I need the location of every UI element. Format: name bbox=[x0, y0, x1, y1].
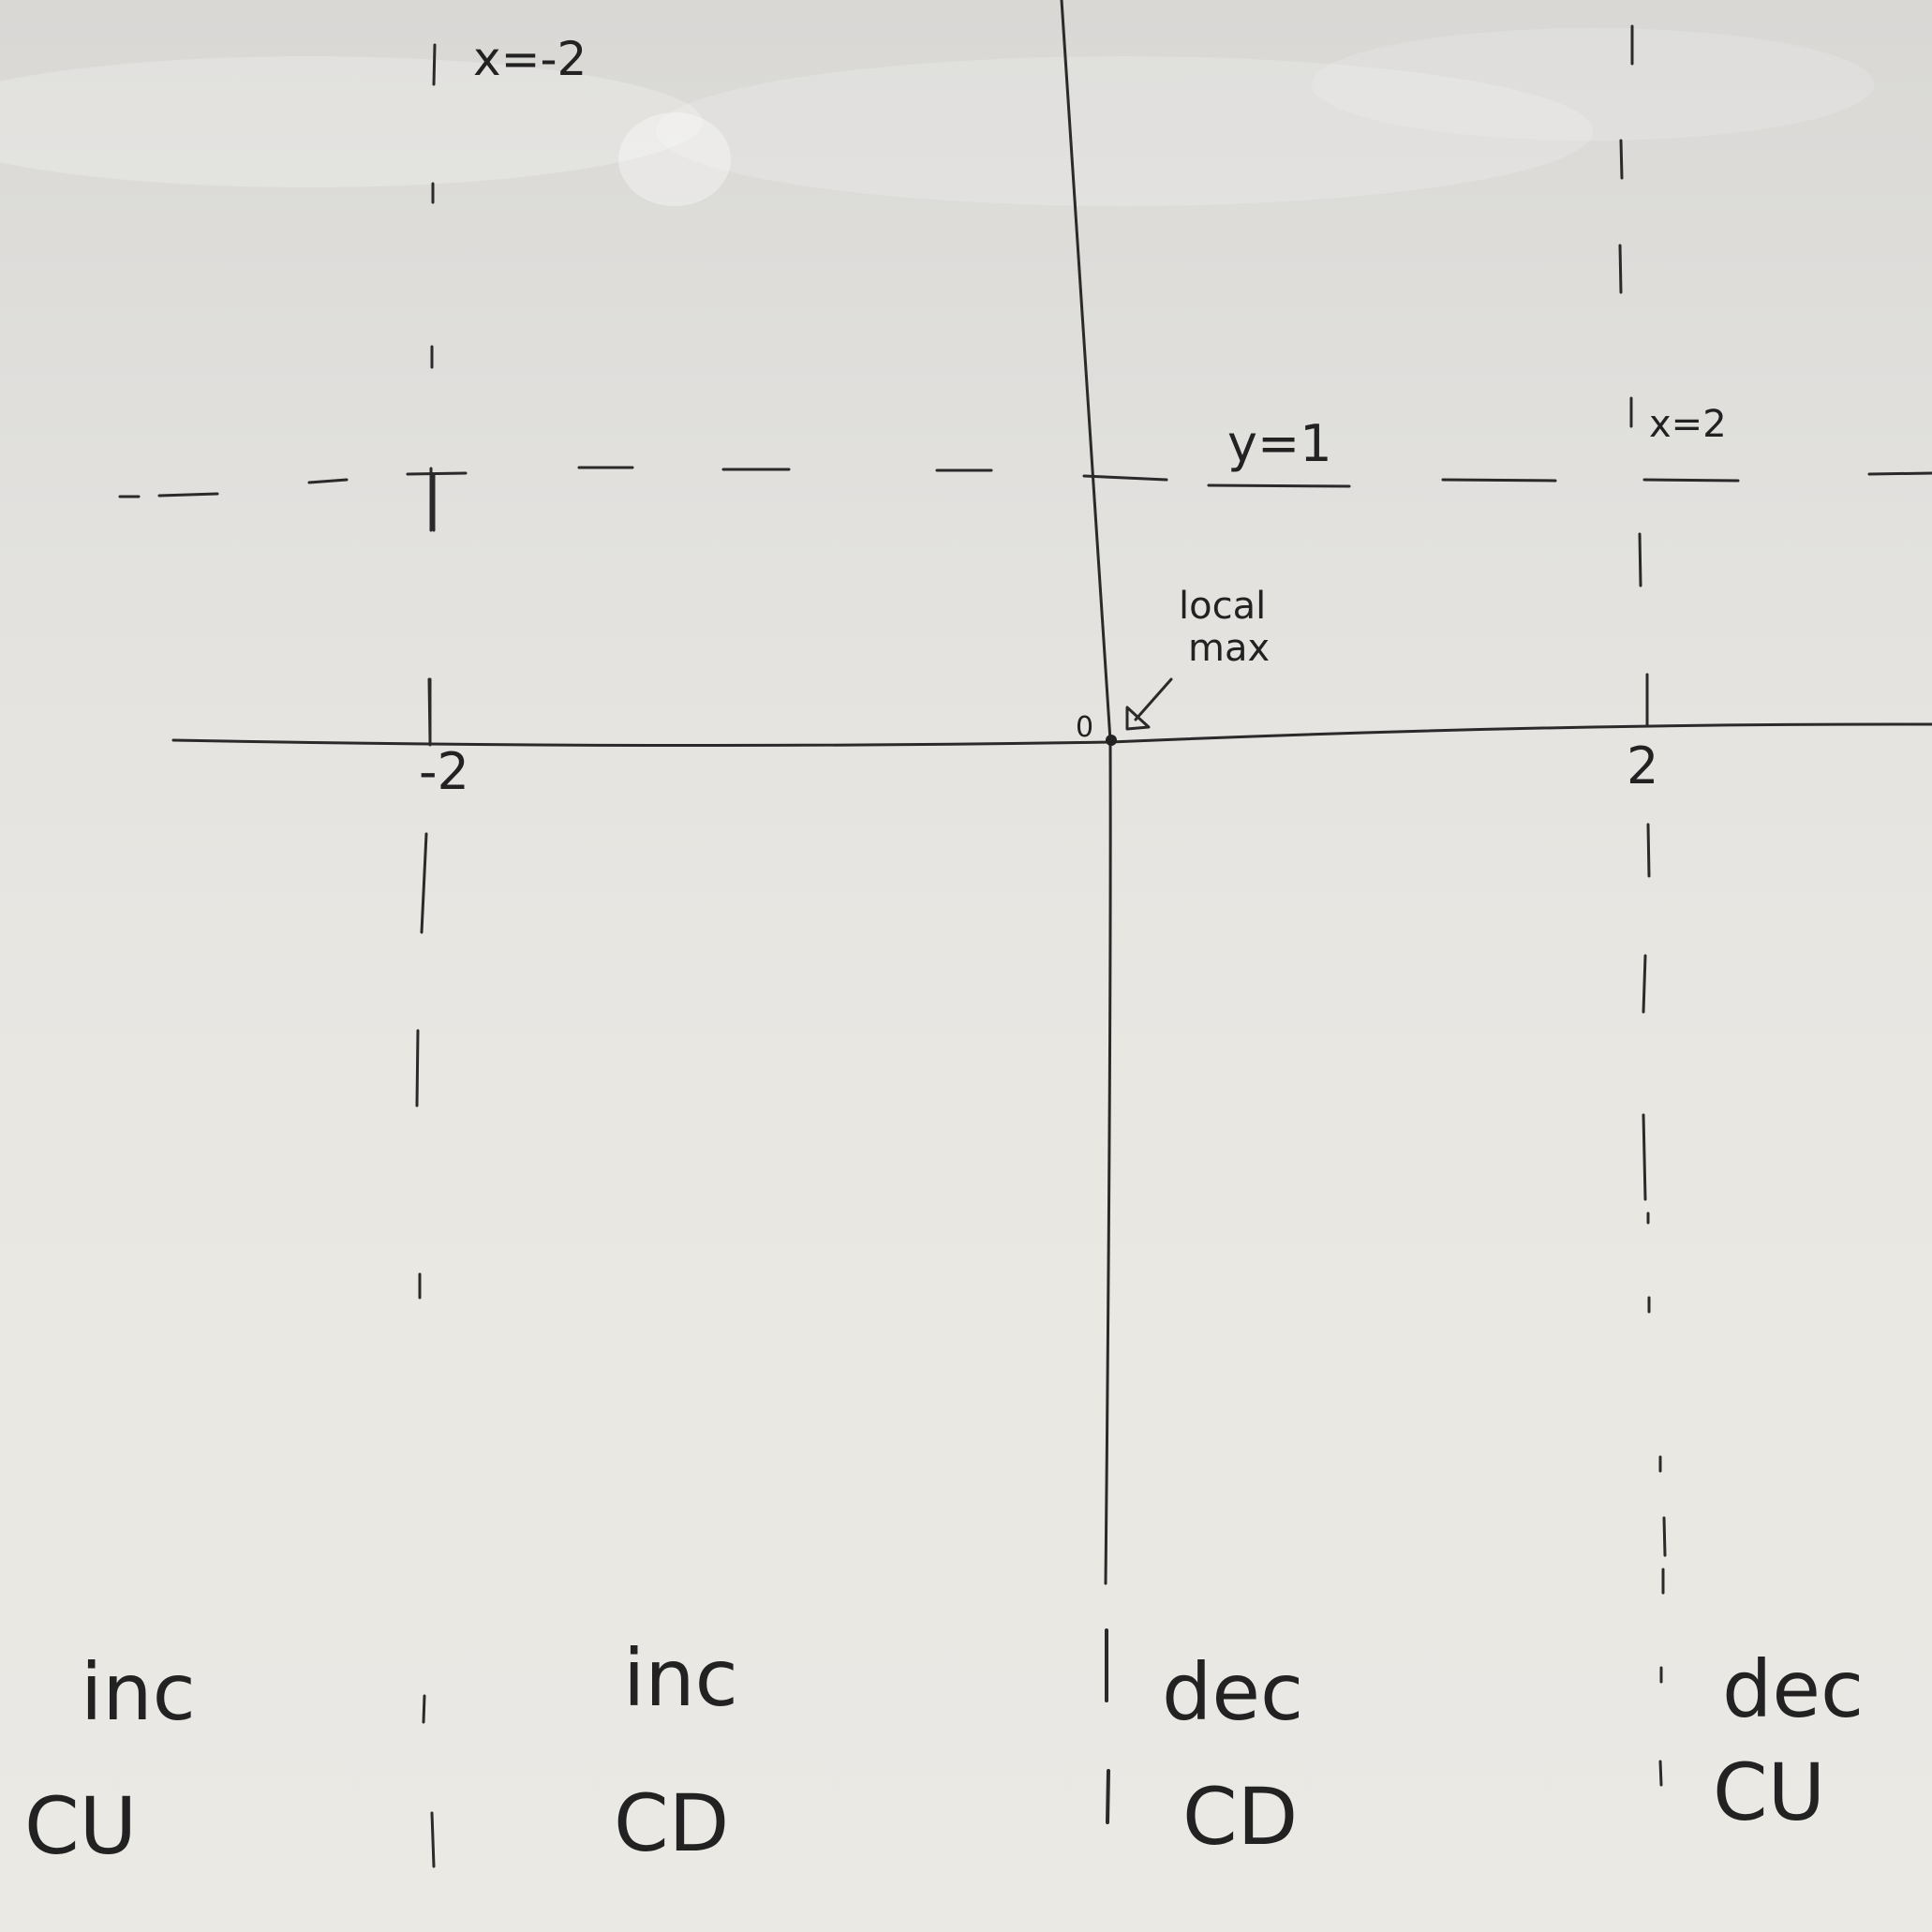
interval-2-concavity: CD bbox=[614, 1777, 729, 1869]
asymptote-right-label: x=2 bbox=[1649, 403, 1727, 446]
glare bbox=[0, 28, 1874, 206]
asymptote-horizontal-line bbox=[118, 466, 1932, 532]
interval-3-behavior: dec bbox=[1162, 1646, 1303, 1738]
tick-right-label: 2 bbox=[1627, 736, 1658, 795]
local-max-arrow bbox=[1125, 677, 1173, 731]
local-max-label-line1: local bbox=[1179, 585, 1266, 628]
origin-label: 0 bbox=[1076, 711, 1093, 744]
interval-4-concavity: CU bbox=[1713, 1746, 1825, 1838]
asymptote-right-line bbox=[1618, 24, 1667, 1787]
y-axis-line bbox=[1060, 0, 1112, 1585]
interval-4-behavior: dec bbox=[1722, 1643, 1864, 1735]
interval-3-concavity: CD bbox=[1182, 1771, 1298, 1863]
interval-1-concavity: CU bbox=[24, 1780, 137, 1872]
tick-left-label: -2 bbox=[419, 742, 469, 801]
interval-2-behavior: inc bbox=[623, 1632, 738, 1724]
asymptote-left-label: x=-2 bbox=[473, 32, 587, 86]
asymptote-left-line bbox=[415, 43, 437, 1868]
local-max-label-line2: max bbox=[1188, 627, 1270, 670]
interval-1-behavior: inc bbox=[81, 1646, 196, 1738]
interval-separators bbox=[1105, 1628, 1110, 1824]
asymptote-horizontal-label: y=1 bbox=[1227, 414, 1332, 473]
local-max-point bbox=[1106, 735, 1117, 746]
